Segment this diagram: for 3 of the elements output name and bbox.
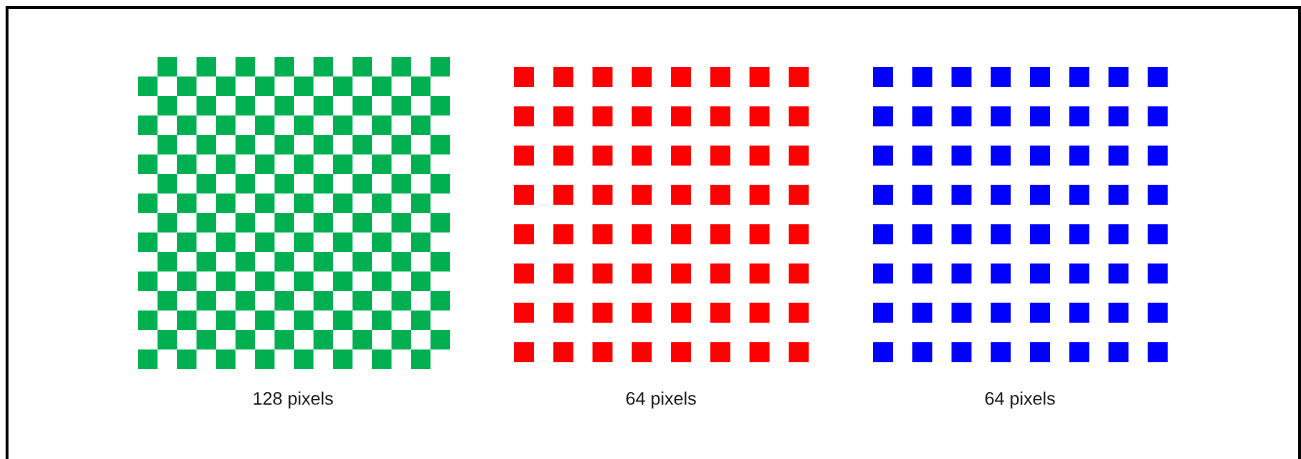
caption-text: 64 pixels <box>985 391 1055 409</box>
caption-text: 64 pixels <box>626 391 696 409</box>
caption-text: 128 pixels <box>253 391 333 409</box>
